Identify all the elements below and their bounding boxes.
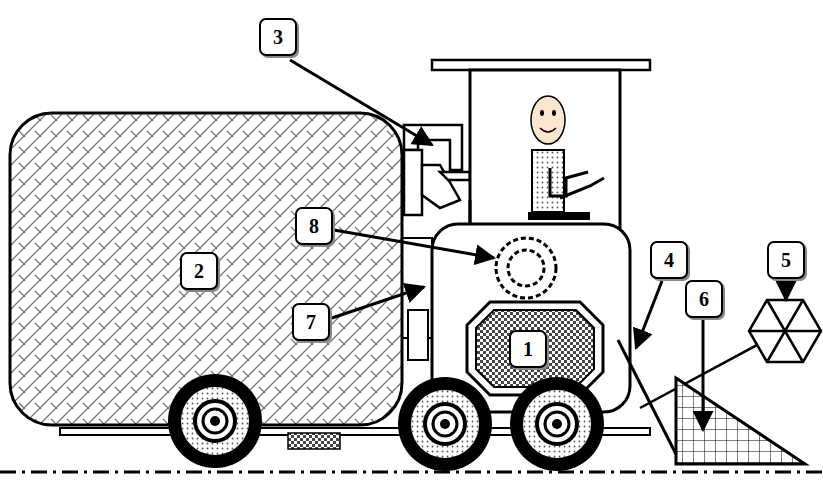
unloading-chute: [404, 125, 470, 215]
callout-number: 6: [699, 288, 709, 310]
callout-box: 2: [180, 252, 218, 290]
hitch: [288, 433, 340, 449]
callout-number: 3: [273, 26, 283, 48]
callout-number: 2: [194, 260, 204, 282]
callout-number: 4: [664, 249, 674, 271]
threshing-drum: [496, 238, 556, 298]
callout-number: 1: [523, 338, 533, 360]
ground-line: [0, 471, 823, 474]
callout-number: 5: [781, 249, 791, 271]
callout-number: 8: [309, 215, 319, 237]
cutter-header: [676, 378, 805, 464]
callout-box: 5: [767, 241, 805, 279]
callout-box: 8: [295, 207, 333, 245]
connector: [408, 310, 428, 360]
leader-lines: [290, 60, 786, 430]
callout-box: 1: [509, 330, 547, 368]
feeder: [618, 340, 680, 462]
reel: [749, 300, 821, 362]
callout-box: 3: [259, 18, 297, 56]
callout-number: 7: [306, 311, 316, 333]
callout-box: 6: [685, 280, 723, 318]
cab: [432, 60, 650, 230]
wheels: [168, 374, 604, 471]
grain-tank: [467, 302, 603, 395]
operator: [528, 96, 604, 220]
callout-box: 7: [292, 303, 330, 341]
grain-tank-fill: [476, 310, 594, 387]
callout-box: 4: [650, 241, 688, 279]
